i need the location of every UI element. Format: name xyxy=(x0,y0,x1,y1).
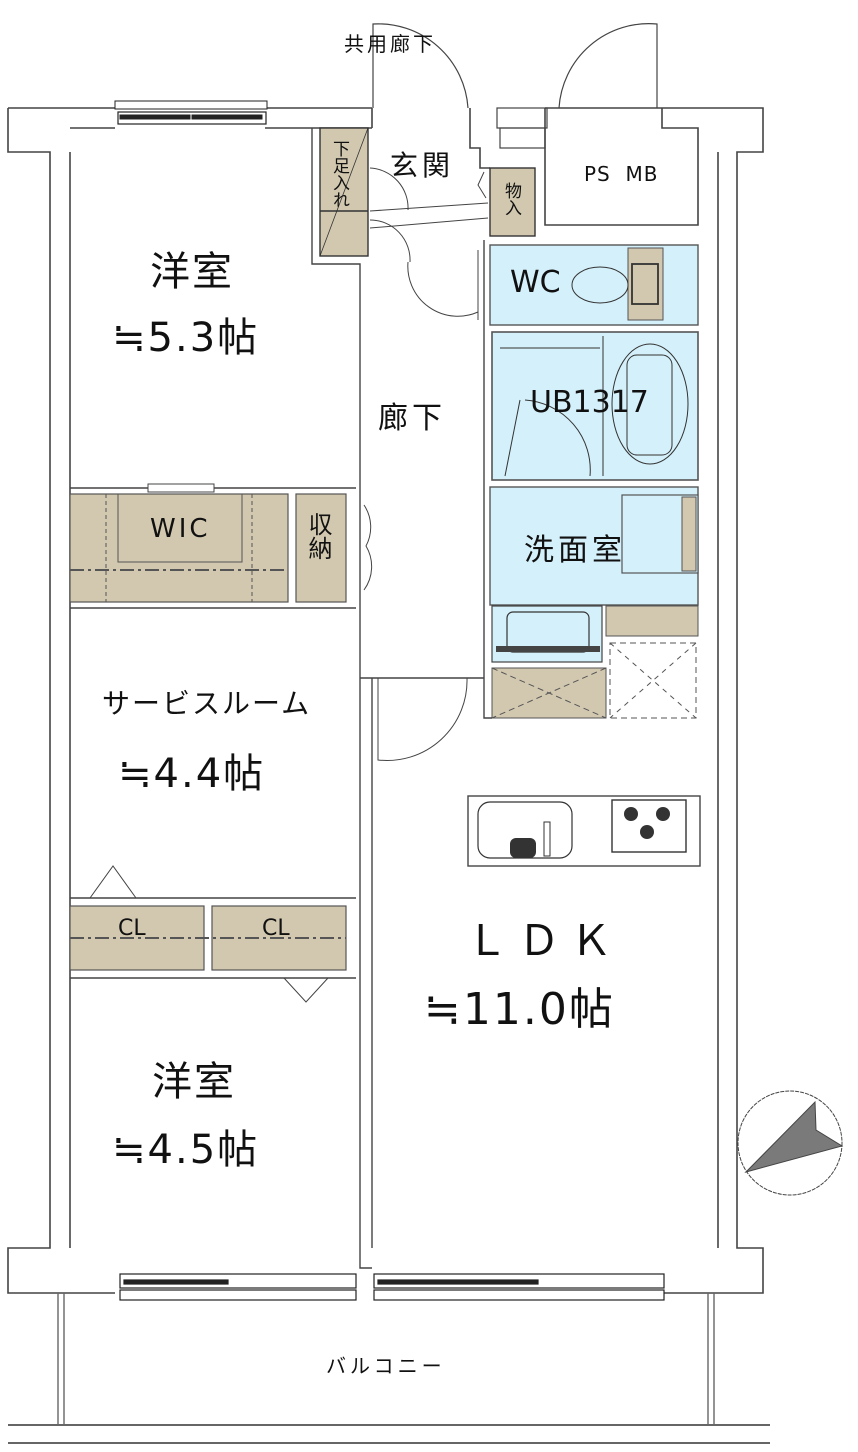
room-area: ≒11.0帖 xyxy=(424,984,615,1035)
room-area: ≒5.3帖 xyxy=(112,315,260,361)
room-name: 洋室 xyxy=(152,1059,236,1105)
shoe-storage xyxy=(319,127,369,257)
entrance-label: 玄関 xyxy=(390,149,455,182)
room-area: ≒4.4帖 xyxy=(118,751,266,797)
washroom-label: 洗面室 xyxy=(524,533,626,568)
closet-label-2: CL xyxy=(262,916,290,941)
room-name: ＬＤＫ xyxy=(466,916,623,965)
wc-label: WC xyxy=(510,265,561,300)
right-wall xyxy=(662,107,764,1294)
balcony-label: バルコニー xyxy=(326,1354,446,1378)
small-storage xyxy=(489,167,536,237)
hallway-label: 廊下 xyxy=(378,401,446,436)
small-storage-label: 物入 xyxy=(501,182,521,216)
unit-bath-label: UB1317 xyxy=(530,385,649,420)
closet-row xyxy=(69,865,356,1003)
kitchen-counter xyxy=(467,795,701,867)
room-name: サービスルーム xyxy=(102,687,312,720)
closet-storage-label: 収納 xyxy=(304,512,332,560)
wic-label: WIC xyxy=(150,514,211,544)
left-wall xyxy=(7,107,115,1294)
north-arrow-icon xyxy=(737,1090,844,1196)
shoe-storage-label: 下足入れ xyxy=(329,140,349,208)
common-corridor-label: 共用廊下 xyxy=(344,32,436,56)
entrance-door-right xyxy=(558,23,658,109)
closet-label-1: CL xyxy=(118,916,146,941)
entrance-door-left xyxy=(372,23,469,109)
wic-area xyxy=(69,493,373,603)
ps-mb-label: PS MB xyxy=(584,162,659,186)
room-area: ≒4.5帖 xyxy=(112,1127,260,1173)
room-name: 洋室 xyxy=(150,249,234,295)
